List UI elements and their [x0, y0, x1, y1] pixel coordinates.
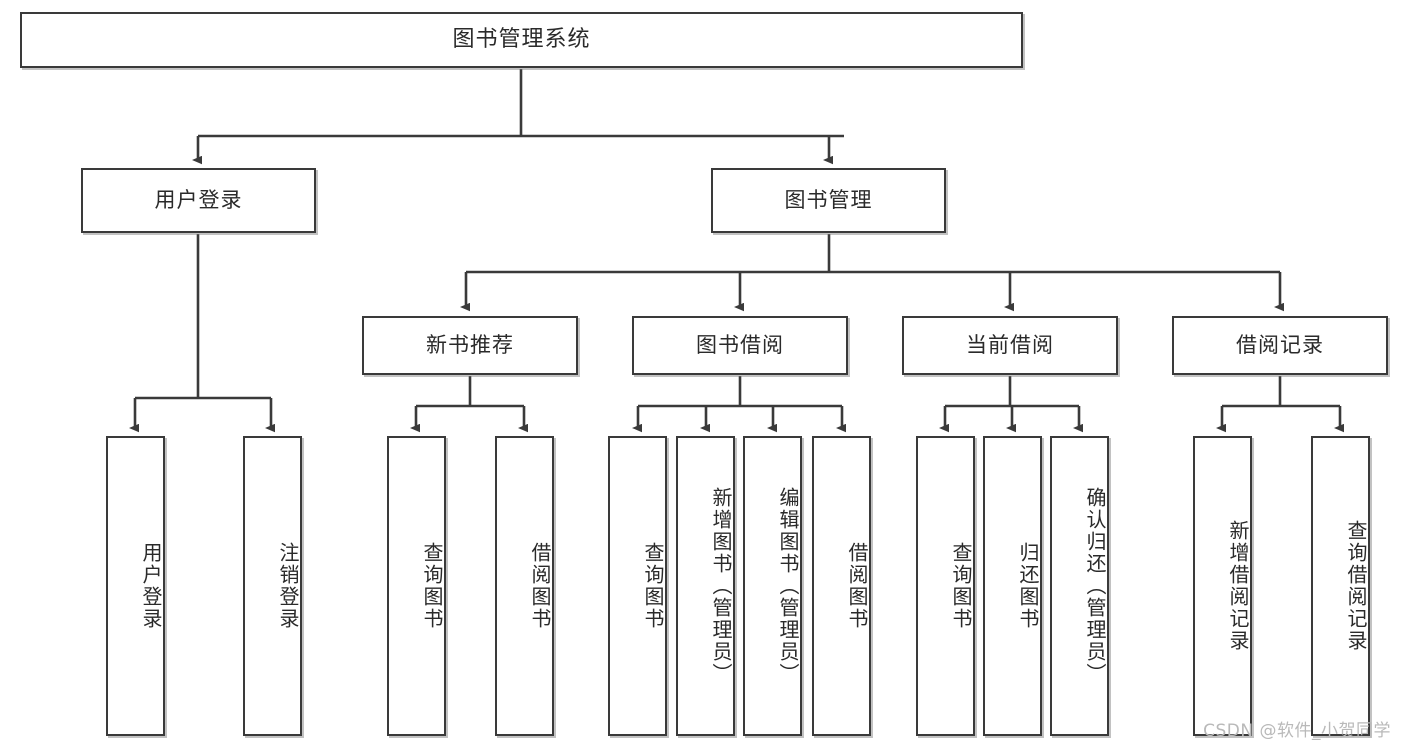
node-book-manage[interactable]: 图书管理	[711, 168, 946, 233]
leaf-borrow-record-add[interactable]: 新增借阅记录	[1193, 436, 1252, 736]
node-book-manage-label: 图书管理	[784, 187, 873, 212]
leaf-label: 查询图书	[949, 542, 973, 630]
leaf-borrow-record-query[interactable]: 查询借阅记录	[1311, 436, 1370, 736]
leaf-user-login-logout[interactable]: 注销登录	[243, 436, 302, 736]
leaf-label: 用户登录	[139, 542, 163, 630]
leaf-new-book-borrow[interactable]: 借阅图书	[495, 436, 554, 736]
node-user-login-label: 用户登录	[154, 187, 243, 212]
node-borrow-record[interactable]: 借阅记录	[1172, 316, 1388, 375]
leaf-current-borrow-confirm[interactable]: 确认归还（管理员）	[1050, 436, 1109, 736]
leaf-book-borrow-borrow[interactable]: 借阅图书	[812, 436, 871, 736]
leaf-book-borrow-add[interactable]: 新增图书（管理员）	[676, 436, 735, 736]
leaf-user-login-login[interactable]: 用户登录	[106, 436, 165, 736]
watermark: CSDN @软件_小贺同学	[1203, 721, 1391, 741]
leaf-book-borrow-query[interactable]: 查询图书	[608, 436, 667, 736]
node-borrow-record-label: 借阅记录	[1236, 332, 1324, 357]
node-root-label: 图书管理系统	[452, 26, 591, 52]
leaf-current-borrow-query[interactable]: 查询图书	[916, 436, 975, 736]
leaf-label: 归还图书	[1016, 542, 1040, 630]
leaf-label: 查询图书	[641, 542, 665, 630]
leaf-label: 借阅图书	[528, 542, 552, 630]
node-current-borrow[interactable]: 当前借阅	[902, 316, 1118, 375]
node-new-book[interactable]: 新书推荐	[362, 316, 578, 375]
leaf-current-borrow-return[interactable]: 归还图书	[983, 436, 1042, 736]
leaf-label: 确认归还（管理员）	[1083, 487, 1107, 685]
leaf-label: 编辑图书（管理员）	[776, 487, 800, 685]
leaf-label: 注销登录	[276, 542, 300, 630]
leaf-label: 查询图书	[420, 542, 444, 630]
leaf-label: 新增图书（管理员）	[709, 487, 733, 685]
node-current-borrow-label: 当前借阅	[966, 332, 1054, 357]
node-book-borrow[interactable]: 图书借阅	[632, 316, 848, 375]
leaf-label: 借阅图书	[845, 542, 869, 630]
node-new-book-label: 新书推荐	[426, 332, 514, 357]
leaf-new-book-query[interactable]: 查询图书	[387, 436, 446, 736]
leaf-book-borrow-edit[interactable]: 编辑图书（管理员）	[743, 436, 802, 736]
node-root[interactable]: 图书管理系统	[20, 12, 1023, 68]
node-user-login[interactable]: 用户登录	[81, 168, 316, 233]
node-book-borrow-label: 图书借阅	[696, 332, 784, 357]
leaf-label: 查询借阅记录	[1344, 520, 1368, 652]
leaf-label: 新增借阅记录	[1226, 520, 1250, 652]
